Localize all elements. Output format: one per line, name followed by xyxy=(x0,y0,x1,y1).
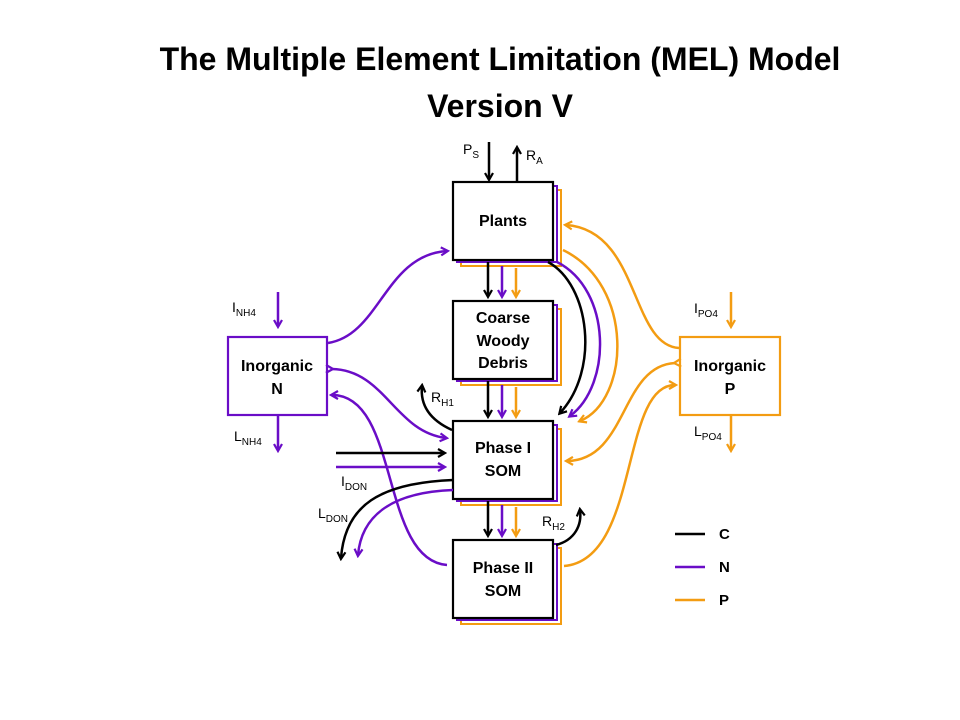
inorganic-n-box: Inorganic N xyxy=(226,335,329,417)
inorg-n-som1-curve xyxy=(332,369,446,438)
som1-label-2: SOM xyxy=(485,463,521,480)
inorganic-p-box: Inorganic P xyxy=(678,335,782,417)
inorg-n-plants-curve xyxy=(327,251,447,345)
som2-inorg-n-curve xyxy=(332,395,448,567)
legend-c-label: C xyxy=(719,526,730,543)
ldon-label: LDON xyxy=(318,505,348,525)
phase2-som-box: Phase II SOM xyxy=(451,538,562,625)
rh2-label: RH2 xyxy=(542,513,565,533)
idon-label: IDON xyxy=(341,473,367,493)
ps-label: PS xyxy=(463,141,479,161)
ldon-n-curve xyxy=(358,488,454,555)
phase1-som-box: Phase I SOM xyxy=(451,419,562,506)
inh4-label: INH4 xyxy=(232,299,256,319)
inorg-p-label-2: P xyxy=(725,381,736,398)
legend: C N P xyxy=(675,526,730,609)
title-line-1: The Multiple Element Limitation (MEL) Mo… xyxy=(159,41,841,77)
rh1-label: RH1 xyxy=(431,389,454,409)
inorg-n-label-2: N xyxy=(271,381,283,398)
som2-label-2: SOM xyxy=(485,583,521,600)
inorg-p-plants-curve xyxy=(566,225,680,350)
cwd-label-2: Woody xyxy=(476,333,529,350)
ra-label: RA xyxy=(526,147,543,167)
title-line-2: Version V xyxy=(427,88,573,124)
inorg-p-som1-curve xyxy=(567,363,675,461)
lnh4-label: LNH4 xyxy=(234,428,262,448)
plants-label: Plants xyxy=(479,213,527,230)
som1-label-1: Phase I xyxy=(475,440,531,457)
plants-som1-n-curve xyxy=(556,260,602,416)
ipo4-label: IPO4 xyxy=(694,300,718,320)
legend-n-label: N xyxy=(719,559,730,576)
som2-label-1: Phase II xyxy=(473,560,533,577)
som2-inorg-p-curve xyxy=(563,385,675,568)
ldon-c-curve xyxy=(341,478,454,558)
inorg-p-label-1: Inorganic xyxy=(694,358,766,375)
plants-som1-p-curve xyxy=(562,248,619,421)
inorg-n-label-1: Inorganic xyxy=(241,358,313,375)
lpo4-label: LPO4 xyxy=(694,423,722,443)
cwd-box: Coarse Woody Debris xyxy=(451,299,562,386)
plants-box: Plants xyxy=(451,180,562,267)
rh2-curve xyxy=(555,510,580,547)
legend-p-label: P xyxy=(719,592,729,609)
cwd-label-1: Coarse xyxy=(476,310,530,327)
cwd-label-3: Debris xyxy=(478,355,528,372)
